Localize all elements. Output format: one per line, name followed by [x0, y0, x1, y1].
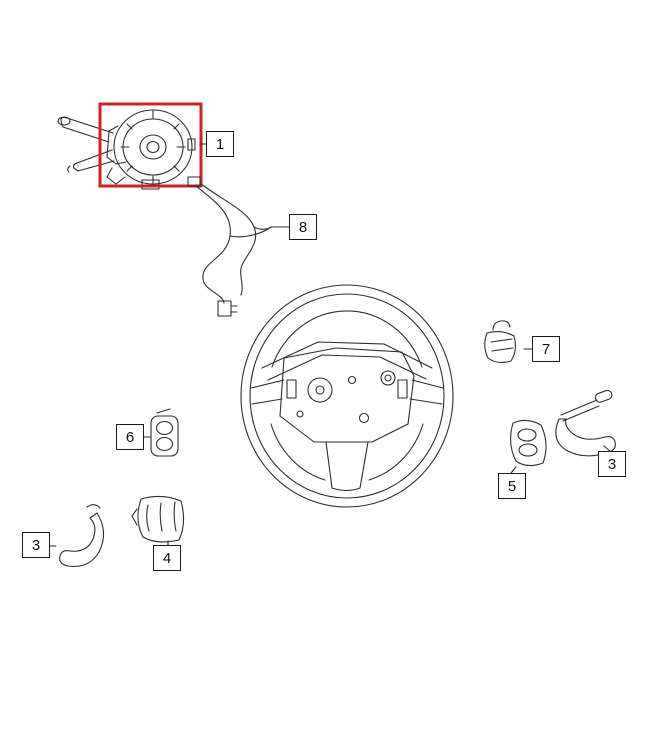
callout-part-6[interactable]: 6 [116, 424, 144, 450]
callout-number: 1 [215, 135, 225, 153]
callout-part-3-left[interactable]: 3 [22, 532, 50, 558]
part6-switch-drawing[interactable] [150, 408, 179, 457]
clockspring-column-switch-drawing[interactable] [57, 109, 196, 190]
callout-number: 7 [541, 340, 551, 358]
callout-number: 8 [298, 218, 308, 236]
wiring-harness-drawing[interactable] [187, 176, 272, 317]
callout-number: 6 [125, 428, 135, 446]
callout-part-5[interactable]: 5 [498, 473, 526, 499]
callout-number: 5 [507, 477, 517, 495]
part3-right-paddle-drawing[interactable] [555, 389, 616, 457]
steering-wheel-drawing [240, 284, 454, 508]
leader-lines [49, 143, 612, 547]
selected-part-highlight [98, 102, 203, 188]
part4-switch-drawing[interactable] [131, 495, 185, 543]
callout-part-7[interactable]: 7 [532, 336, 560, 362]
callout-part-3-right[interactable]: 3 [598, 451, 626, 477]
callout-number: 3 [31, 536, 41, 554]
part5-switch-drawing[interactable] [510, 419, 547, 467]
part3-left-paddle-drawing[interactable] [59, 504, 105, 567]
callout-part-8[interactable]: 8 [289, 214, 317, 240]
part7-switch-drawing[interactable] [484, 320, 517, 364]
callout-number: 3 [607, 455, 617, 473]
callout-number: 4 [162, 549, 172, 567]
callout-part-4[interactable]: 4 [153, 545, 181, 571]
callout-part-1[interactable]: 1 [206, 131, 234, 157]
